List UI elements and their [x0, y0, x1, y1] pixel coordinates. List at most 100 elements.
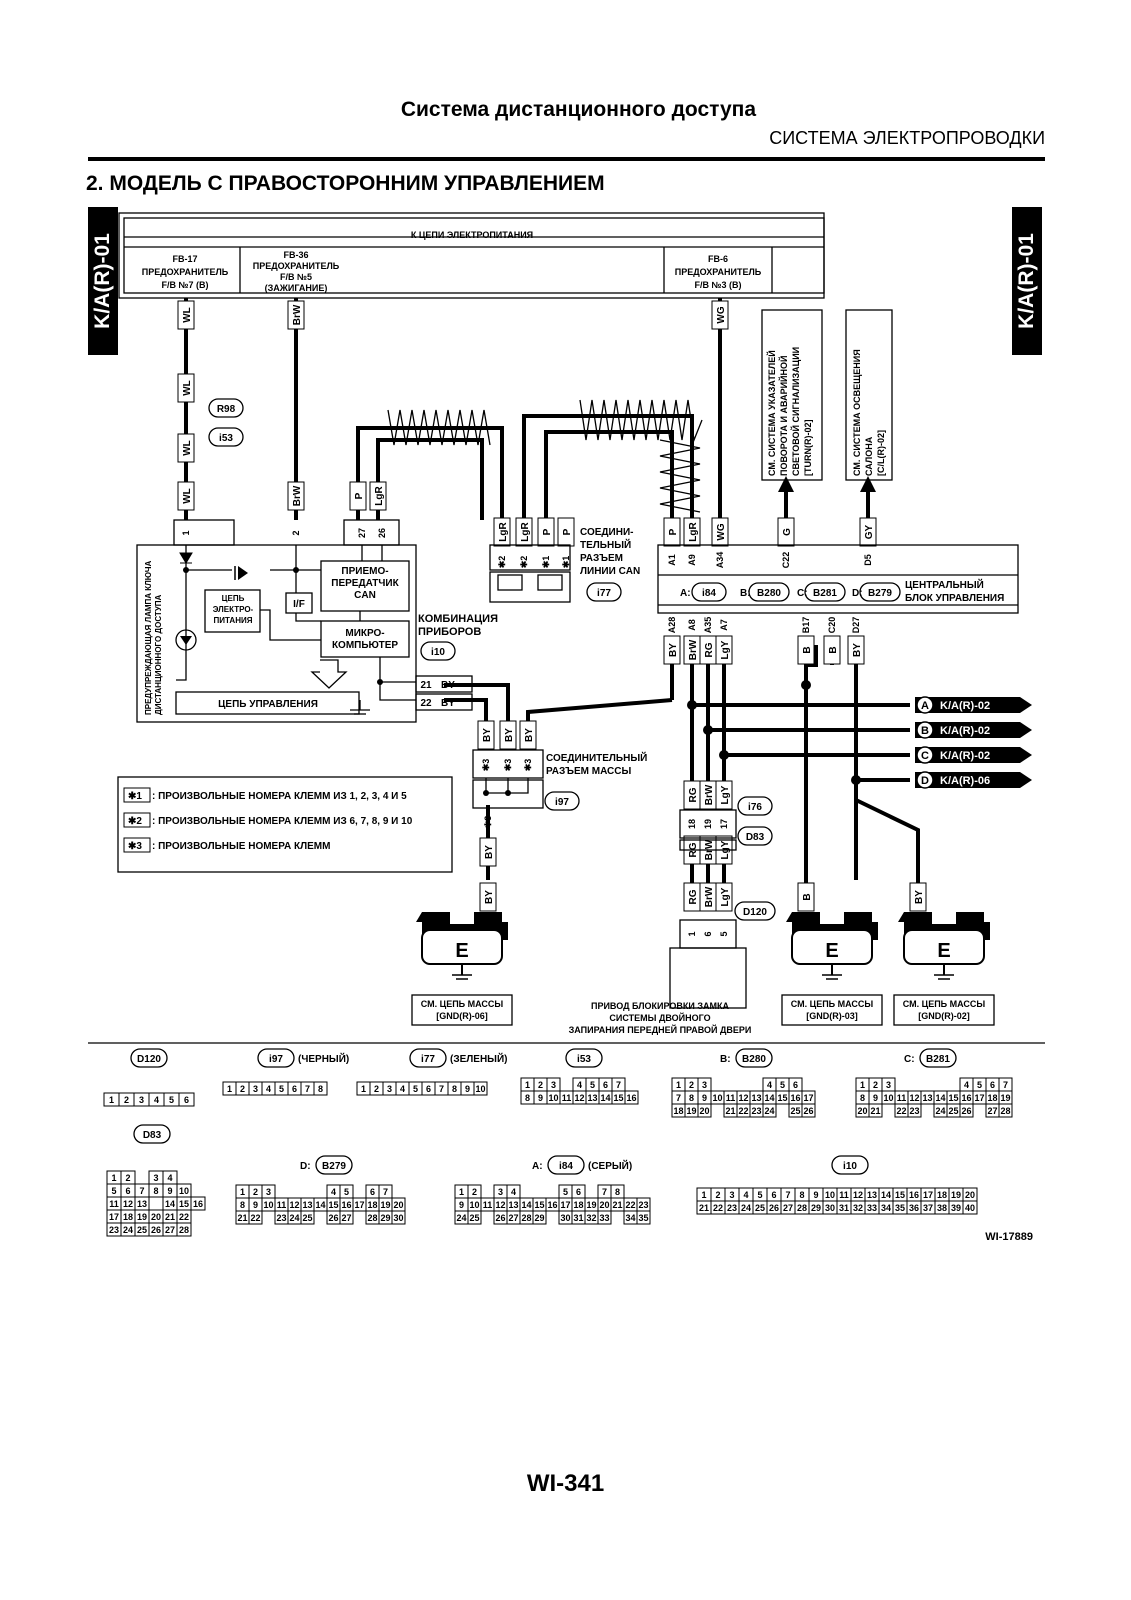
svg-text:5: 5 — [279, 1084, 284, 1094]
svg-text:9: 9 — [702, 1093, 707, 1103]
svg-text:1: 1 — [240, 1187, 245, 1197]
wire-lgr-4: LgR — [688, 522, 699, 542]
svg-text:B: B — [921, 725, 929, 737]
svg-text:32: 32 — [853, 1203, 863, 1213]
svg-text:35: 35 — [638, 1213, 648, 1223]
svg-text:17: 17 — [803, 1093, 813, 1103]
wire-b-2: B — [828, 646, 839, 653]
svg-text:27: 27 — [508, 1213, 518, 1223]
can-transceiver-label-3: CAN — [354, 590, 376, 601]
legend-box — [117, 776, 453, 873]
svg-text:36: 36 — [909, 1203, 919, 1213]
svg-text:11: 11 — [109, 1199, 119, 1209]
microcomputer-label: МИКРО- — [345, 628, 384, 639]
warning-lamp-label-2: ДИСТАНЦИОННОГО ДОСТУПА — [154, 594, 163, 715]
svg-text:2: 2 — [873, 1080, 878, 1090]
svg-text:B281: B281 — [813, 588, 837, 599]
svg-text:1: 1 — [109, 1095, 114, 1105]
svg-text:20: 20 — [393, 1200, 403, 1210]
can-joint-label-3: РАЗЪЕМ — [580, 553, 623, 564]
svg-text:2: 2 — [240, 1084, 245, 1094]
wire-rg-4: RG — [688, 889, 699, 904]
ground-gnd02: EСМ. ЦЕПЬ МАССЫ[GND(R)-02] — [893, 912, 995, 1026]
ground-gnd06: EСМ. ЦЕПЬ МАССЫ[GND(R)-06] — [411, 912, 513, 1026]
svg-text:18: 18 — [937, 1190, 947, 1200]
svg-text:14: 14 — [521, 1200, 531, 1210]
fuse-fb6-no: F/B №3 (B) — [694, 280, 741, 290]
svg-text:18: 18 — [573, 1200, 583, 1210]
pin-a34: A34 — [715, 552, 725, 569]
svg-text:9: 9 — [465, 1084, 470, 1094]
fuse-fb6: FB-6 — [708, 254, 728, 264]
svg-text:E: E — [825, 940, 838, 962]
svg-text:28: 28 — [521, 1213, 531, 1223]
svg-text:3: 3 — [551, 1080, 556, 1090]
section-title: 2. МОДЕЛЬ С ПРАВОСТОРОННИМ УПРАВЛЕНИЕМ — [86, 172, 605, 195]
svg-text:21: 21 — [725, 1106, 735, 1116]
wire-by-5: BY — [524, 728, 535, 742]
svg-text:3: 3 — [253, 1084, 258, 1094]
svg-text:15: 15 — [613, 1093, 623, 1103]
svg-text:12: 12 — [738, 1093, 748, 1103]
svg-text:5: 5 — [111, 1186, 116, 1196]
figure-id: WI-17889 — [985, 1231, 1033, 1243]
power-circuit-label-2: ЭЛЕКТРО- — [213, 605, 254, 614]
svg-text:D120: D120 — [137, 1054, 161, 1065]
svg-text:18: 18 — [987, 1093, 997, 1103]
wire-wl-3: WL — [182, 488, 193, 504]
conn-d120: D120 — [734, 901, 776, 921]
wire-by-2: BY — [852, 643, 863, 657]
svg-text:22: 22 — [738, 1106, 748, 1116]
svg-text:1: 1 — [361, 1084, 366, 1094]
wire-p-2: P — [542, 528, 553, 535]
actuator-label: ПРИВОД БЛОКИРОВКИ ЗАМКА — [591, 1001, 730, 1011]
svg-text:6: 6 — [125, 1186, 130, 1196]
wire-p-3: P — [562, 528, 573, 535]
power-circuit-label: ЦЕПЬ — [222, 594, 245, 603]
svg-text:8: 8 — [525, 1093, 530, 1103]
svg-text:11: 11 — [897, 1093, 907, 1103]
page-number: WI-341 — [526, 1470, 605, 1497]
svg-text:16: 16 — [909, 1190, 919, 1200]
pin-22: 22 — [420, 698, 432, 709]
svg-text:39: 39 — [951, 1203, 961, 1213]
svg-text:14: 14 — [881, 1190, 891, 1200]
pin-a7: A7 — [719, 619, 729, 631]
svg-text:C: C — [921, 750, 929, 762]
svg-text:18: 18 — [367, 1200, 377, 1210]
svg-text:20: 20 — [857, 1106, 867, 1116]
star-1b: ✱1 — [561, 556, 571, 569]
svg-text:32: 32 — [586, 1213, 596, 1223]
svg-text:11: 11 — [483, 1200, 493, 1210]
wire-wl-top: WL — [182, 307, 193, 323]
svg-text:19: 19 — [1000, 1093, 1010, 1103]
svg-text:14: 14 — [600, 1093, 610, 1103]
svg-text:4: 4 — [266, 1084, 271, 1094]
svg-text:5: 5 — [757, 1190, 762, 1200]
legend-text: : ПРОИЗВОЛЬНЫЕ НОМЕРА КЛЕММ ИЗ 1, 2, 3, … — [152, 791, 407, 802]
wire-by-3: BY — [482, 728, 493, 742]
svg-text:(ЗЕЛЕНЫЙ): (ЗЕЛЕНЫЙ) — [450, 1052, 507, 1065]
svg-text:6: 6 — [771, 1190, 776, 1200]
conn-i76: i76 — [737, 796, 773, 816]
svg-text:8: 8 — [153, 1186, 158, 1196]
pin-a8: A8 — [687, 619, 697, 631]
svg-text:18: 18 — [673, 1106, 683, 1116]
svg-text:12: 12 — [123, 1199, 133, 1209]
pin-a35: A35 — [703, 617, 713, 634]
star-3a: ✱3 — [481, 759, 491, 772]
svg-text:4: 4 — [167, 1173, 172, 1183]
svg-text:19: 19 — [686, 1106, 696, 1116]
legend-text: : ПРОИЗВОЛЬНЫЕ НОМЕРА КЛЕММ ИЗ 6, 7, 8, … — [152, 816, 413, 827]
wire-wg-top: WG — [716, 306, 727, 323]
wire-by-6: BY — [484, 845, 495, 859]
svg-text:38: 38 — [937, 1203, 947, 1213]
svg-text:СМ. ЦЕПЬ МАССЫ: СМ. ЦЕПЬ МАССЫ — [791, 999, 874, 1009]
